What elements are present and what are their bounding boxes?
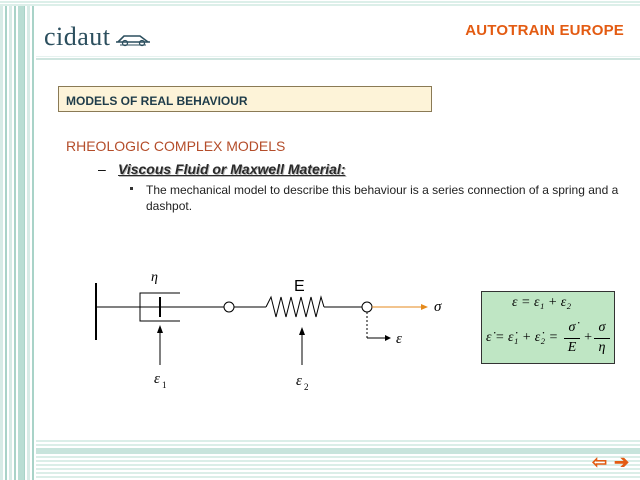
sigma-arrow-head xyxy=(421,304,428,310)
frac2-numerator: σ xyxy=(598,320,606,335)
maxwell-heading: Viscous Fluid or Maxwell Material: xyxy=(118,161,346,177)
sigma-label: σ xyxy=(434,299,442,315)
frac1-bar xyxy=(564,338,580,339)
top-decorative-stripes xyxy=(0,0,640,6)
frac2-bar xyxy=(594,338,610,339)
frac2-denominator: η xyxy=(598,340,606,355)
eps1-subscript: 1 xyxy=(162,380,167,390)
eps2-label: ε xyxy=(296,373,302,389)
brand-title: AUTOTRAIN EUROPE xyxy=(465,22,624,39)
eps2-subscript: 2 xyxy=(304,382,309,392)
header-divider xyxy=(36,56,640,60)
node-1 xyxy=(223,301,235,313)
arrow-left-icon[interactable]: ⇦ xyxy=(592,452,608,472)
equation-strain-sum: ε = ε₁ + ε₂ xyxy=(512,295,572,310)
eta-label: η xyxy=(151,270,158,285)
spring xyxy=(265,295,325,318)
spring-e-label: E xyxy=(294,278,305,295)
bullet-text: The mechanical model to describe this be… xyxy=(146,183,619,213)
bullet-icon xyxy=(130,187,133,190)
dashpot-cylinder xyxy=(139,292,180,322)
bottom-decorative-stripes xyxy=(36,438,640,480)
epsilon-arrow-head xyxy=(385,335,391,341)
plus-sign: + xyxy=(583,330,593,345)
section-title: MODELS OF REAL BEHAVIOUR xyxy=(66,94,248,108)
arrow-right-icon[interactable]: ➔ xyxy=(614,452,630,472)
left-decorative-stripes xyxy=(0,0,36,480)
frac1-denominator: E xyxy=(567,340,577,355)
equations-box: ε = ε₁ + ε₂ ε̇ = ε̇₁ + ε̇₂ = σ̇ E + σ η xyxy=(481,291,615,364)
subtitle: RHEOLOGIC COMPLEX MODELS xyxy=(66,138,286,154)
epsilon-label: ε xyxy=(396,331,402,347)
car-logo-icon xyxy=(116,35,150,47)
cidaut-logo-text: cidaut xyxy=(44,22,111,51)
equation-rate-sum: ε̇ = ε̇₁ + ε̇₂ = xyxy=(486,330,559,345)
dash-bullet: – xyxy=(98,161,106,177)
node-2 xyxy=(361,301,373,313)
eps1-label: ε xyxy=(154,371,160,387)
section-header-box: MODELS OF REAL BEHAVIOUR xyxy=(58,86,432,112)
eps1-arrow-head xyxy=(157,325,163,333)
bottom-band xyxy=(36,448,640,454)
frac1-numerator: σ̇ xyxy=(568,320,576,335)
eps2-arrow-head xyxy=(299,327,305,335)
